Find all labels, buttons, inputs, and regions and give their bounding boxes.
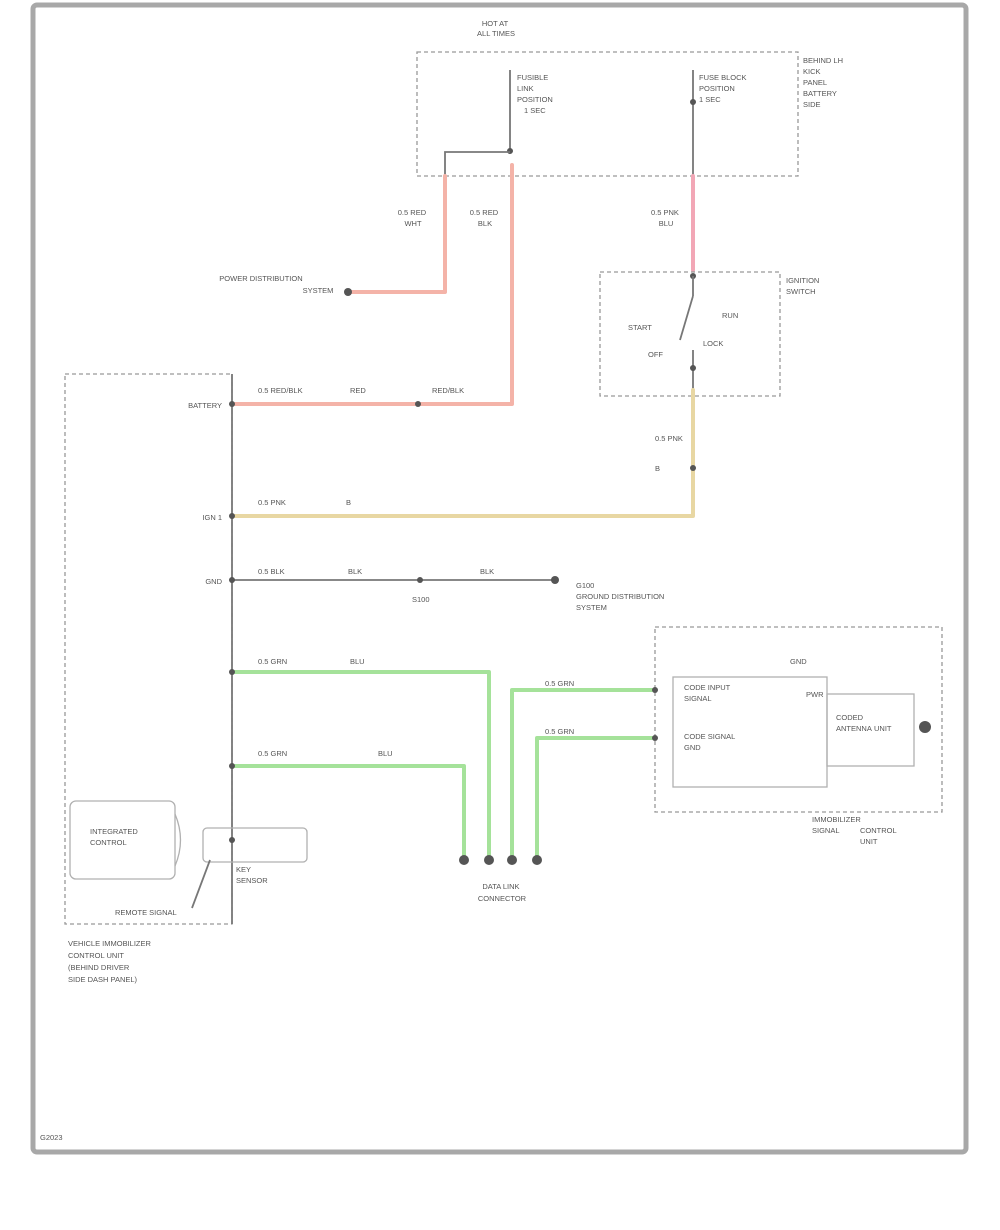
fuse-block-pin-2 (690, 99, 696, 105)
immobilizer-control-unit: BATTERY IGN 1 GND INTEGRATED CONTROL KEY… (64, 373, 308, 984)
wire-data-1 (230, 670, 491, 860)
transponder-side-label: IMMOBILIZER SIGNAL CONTROL UNIT (812, 815, 898, 846)
control-unit-caption: VEHICLE IMMOBILIZER CONTROL UNIT (BEHIND… (68, 939, 153, 984)
left-fuse-label: FUSIBLE LINK POSITION 1 SEC (517, 73, 555, 115)
wire-label-w2: 0.5 PNK BLU (651, 208, 681, 228)
control-pin-data-2 (229, 763, 235, 769)
control-pin-gnd (229, 577, 235, 583)
wire-label-g4: 0.5 GRN (545, 727, 574, 736)
wire-data-2 (230, 764, 466, 860)
antenna-module-box (826, 693, 915, 767)
power-dist-label: POWER DISTRIBUTION SYSTEM (219, 274, 333, 295)
pin-label-gnd: GND (205, 577, 222, 586)
ignition-switch-output (690, 365, 696, 371)
antenna-pin-2 (652, 735, 658, 741)
ground-terminal (551, 576, 559, 584)
coded-antenna-label: CODED ANTENNA UNIT (836, 713, 892, 733)
immobilizer-signal-unit: CODE INPUT SIGNAL CODE SIGNAL GND GND PW… (652, 626, 943, 846)
ign-run-connector (690, 465, 696, 471)
wire-data-3 (510, 688, 654, 860)
fuse-block-pin-1 (507, 148, 513, 154)
ground-splice (417, 577, 423, 583)
diagram-footer-code: G2023 (40, 1133, 63, 1142)
pin-label-ign: IGN 1 (202, 513, 222, 522)
wire-label-w5-b: BLK (348, 567, 362, 576)
ignition-pos-start: START (628, 323, 652, 332)
battery-inline-connector (415, 401, 421, 407)
wire-label-g2-b: BLU (378, 749, 393, 758)
fuse-block-side-label: BEHIND LH KICK PANEL BATTERY SIDE (803, 56, 845, 109)
wire-battery-feed (230, 163, 514, 406)
key-sensor-box (202, 827, 308, 863)
ignition-switch: START RUN OFF LOCK IGNITION SWITCH (599, 271, 821, 397)
wire-label-w1-a: 0.5 RED WHT (398, 208, 428, 228)
wire-label-w4-c: 0.5 PNK (258, 498, 286, 507)
wire-label-w5-a: 0.5 BLK (258, 567, 285, 576)
ignition-pos-off: OFF (648, 350, 663, 359)
wire-label-w3-a: 0.5 RED/BLK (258, 386, 303, 395)
antenna-pin-1 (652, 687, 658, 693)
antenna-pin-3 (919, 721, 931, 733)
wire-data-4 (535, 736, 654, 860)
control-pin-data-1 (229, 669, 235, 675)
ignition-pos-lock: LOCK (703, 339, 723, 348)
wire-label-w4-d: B (346, 498, 351, 507)
ignition-pos-run: RUN (722, 311, 738, 320)
ground-dist-label: G100 GROUND DISTRIBUTION SYSTEM (576, 581, 666, 612)
data-link-connector: DATA LINK CONNECTOR (459, 855, 542, 903)
diagram-frame (30, 2, 969, 1155)
integrated-control-box (69, 800, 176, 880)
wire-ign-run (230, 388, 695, 518)
wire-power-dist (350, 174, 447, 294)
ignition-switch-box (599, 271, 781, 397)
code-input-label: CODE INPUT SIGNAL (684, 683, 732, 703)
remote-signal-label: REMOTE SIGNAL (115, 908, 177, 917)
immobilizer-unit-box (654, 626, 943, 813)
control-pin-ign (229, 513, 235, 519)
transponder-ground-label: GND (790, 657, 807, 666)
wire-label-w4-b: B (655, 464, 660, 473)
wire-label-w3-b: RED (350, 386, 366, 395)
control-pin-key (229, 837, 235, 843)
integrated-control-label: INTEGRATED CONTROL (90, 827, 140, 847)
fuse-block-box (416, 51, 799, 177)
wire-label-g3: 0.5 GRN (545, 679, 574, 688)
wire-label-g2-a: 0.5 GRN (258, 749, 287, 758)
code-signal-label: CODE SIGNAL GND (684, 732, 737, 752)
wire-label-w5-c: BLK (480, 567, 494, 576)
wire-label-w3-c: RED/BLK (432, 386, 464, 395)
wire-label-g1-a: 0.5 GRN (258, 657, 287, 666)
wire-label-g1-b: BLU (350, 657, 365, 666)
control-pin-battery (229, 401, 235, 407)
wire-label-w4-a: 0.5 PNK (655, 434, 683, 443)
wire-label-w1-b: 0.5 RED BLK (470, 208, 500, 228)
power-dist-connector (344, 288, 352, 296)
pin-label-battery: BATTERY (188, 401, 222, 410)
transponder-power-label: PWR (806, 690, 824, 699)
data-link-connector-label: DATA LINK CONNECTOR (478, 882, 527, 903)
fuse-block-header: HOT AT ALL TIMES (477, 19, 515, 38)
key-sensor-label: KEY SENSOR (236, 865, 268, 885)
right-fuse-label: FUSE BLOCK POSITION 1 SEC (699, 73, 749, 104)
ground-splice-label: S100 (412, 595, 430, 604)
ignition-switch-side-label: IGNITION SWITCH (786, 276, 821, 296)
